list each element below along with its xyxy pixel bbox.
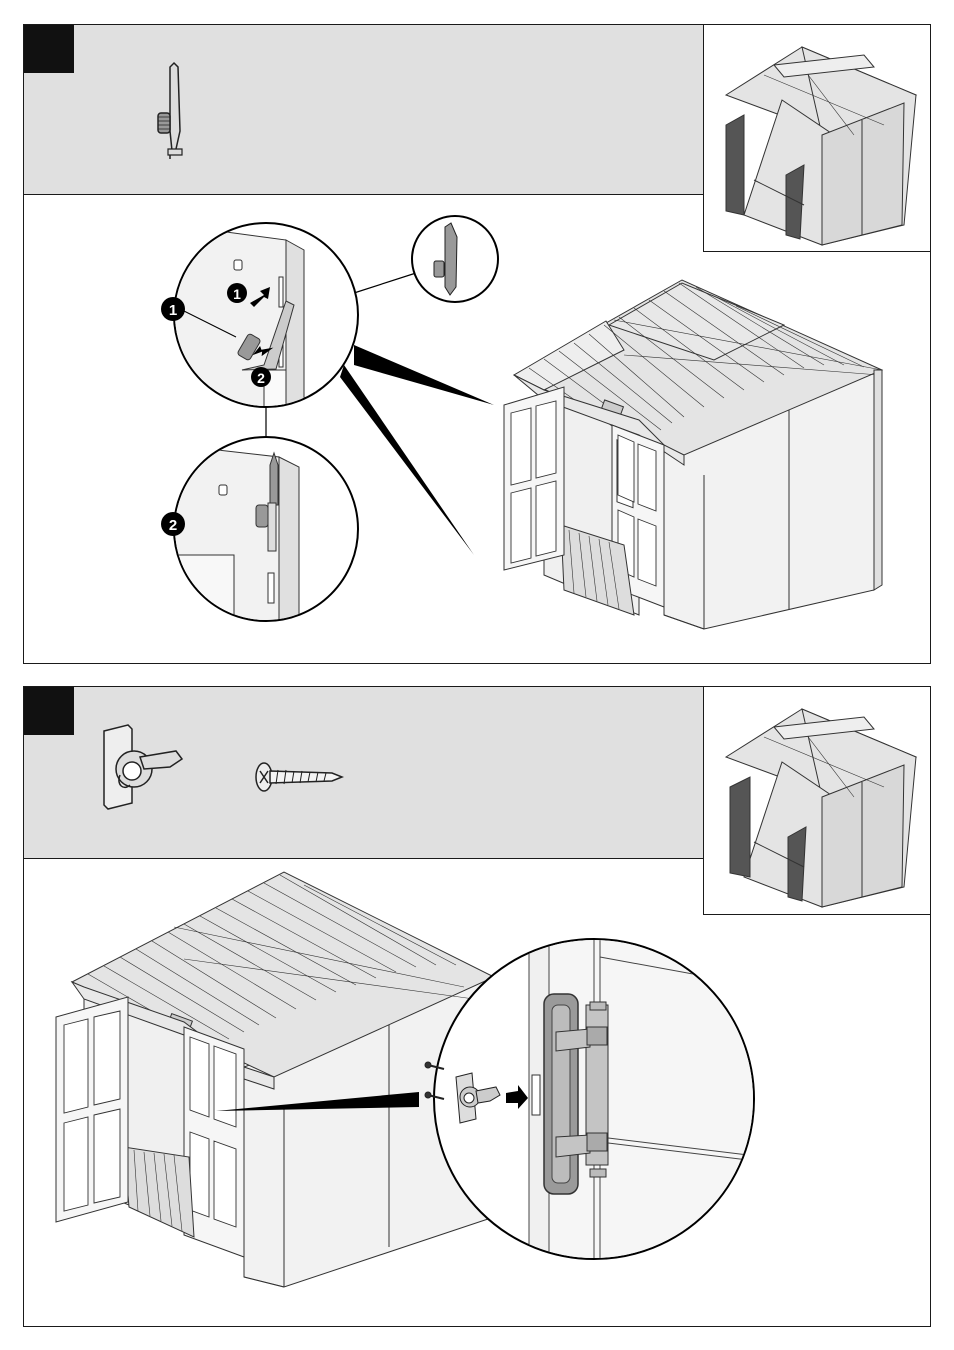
shed-illustration [56,872,494,1287]
detail-circle-2 [174,437,358,645]
callout-label-1: 1 [169,302,177,319]
detail-circle-1: 1 2 [174,223,358,425]
step-panel-2 [23,686,931,1327]
shed-illustration [504,280,882,629]
step-2-illustration [24,687,932,1328]
callout-label-2: 2 [169,517,177,534]
arrow-label-1: 1 [233,286,241,302]
part-detail-circle [412,216,498,302]
step-1-illustration: 1 2 1 2 [24,25,932,665]
arrow-label-2: 2 [257,370,265,386]
pointer-wedge [354,345,494,405]
step-panel-1: 1 2 1 2 [23,24,931,664]
